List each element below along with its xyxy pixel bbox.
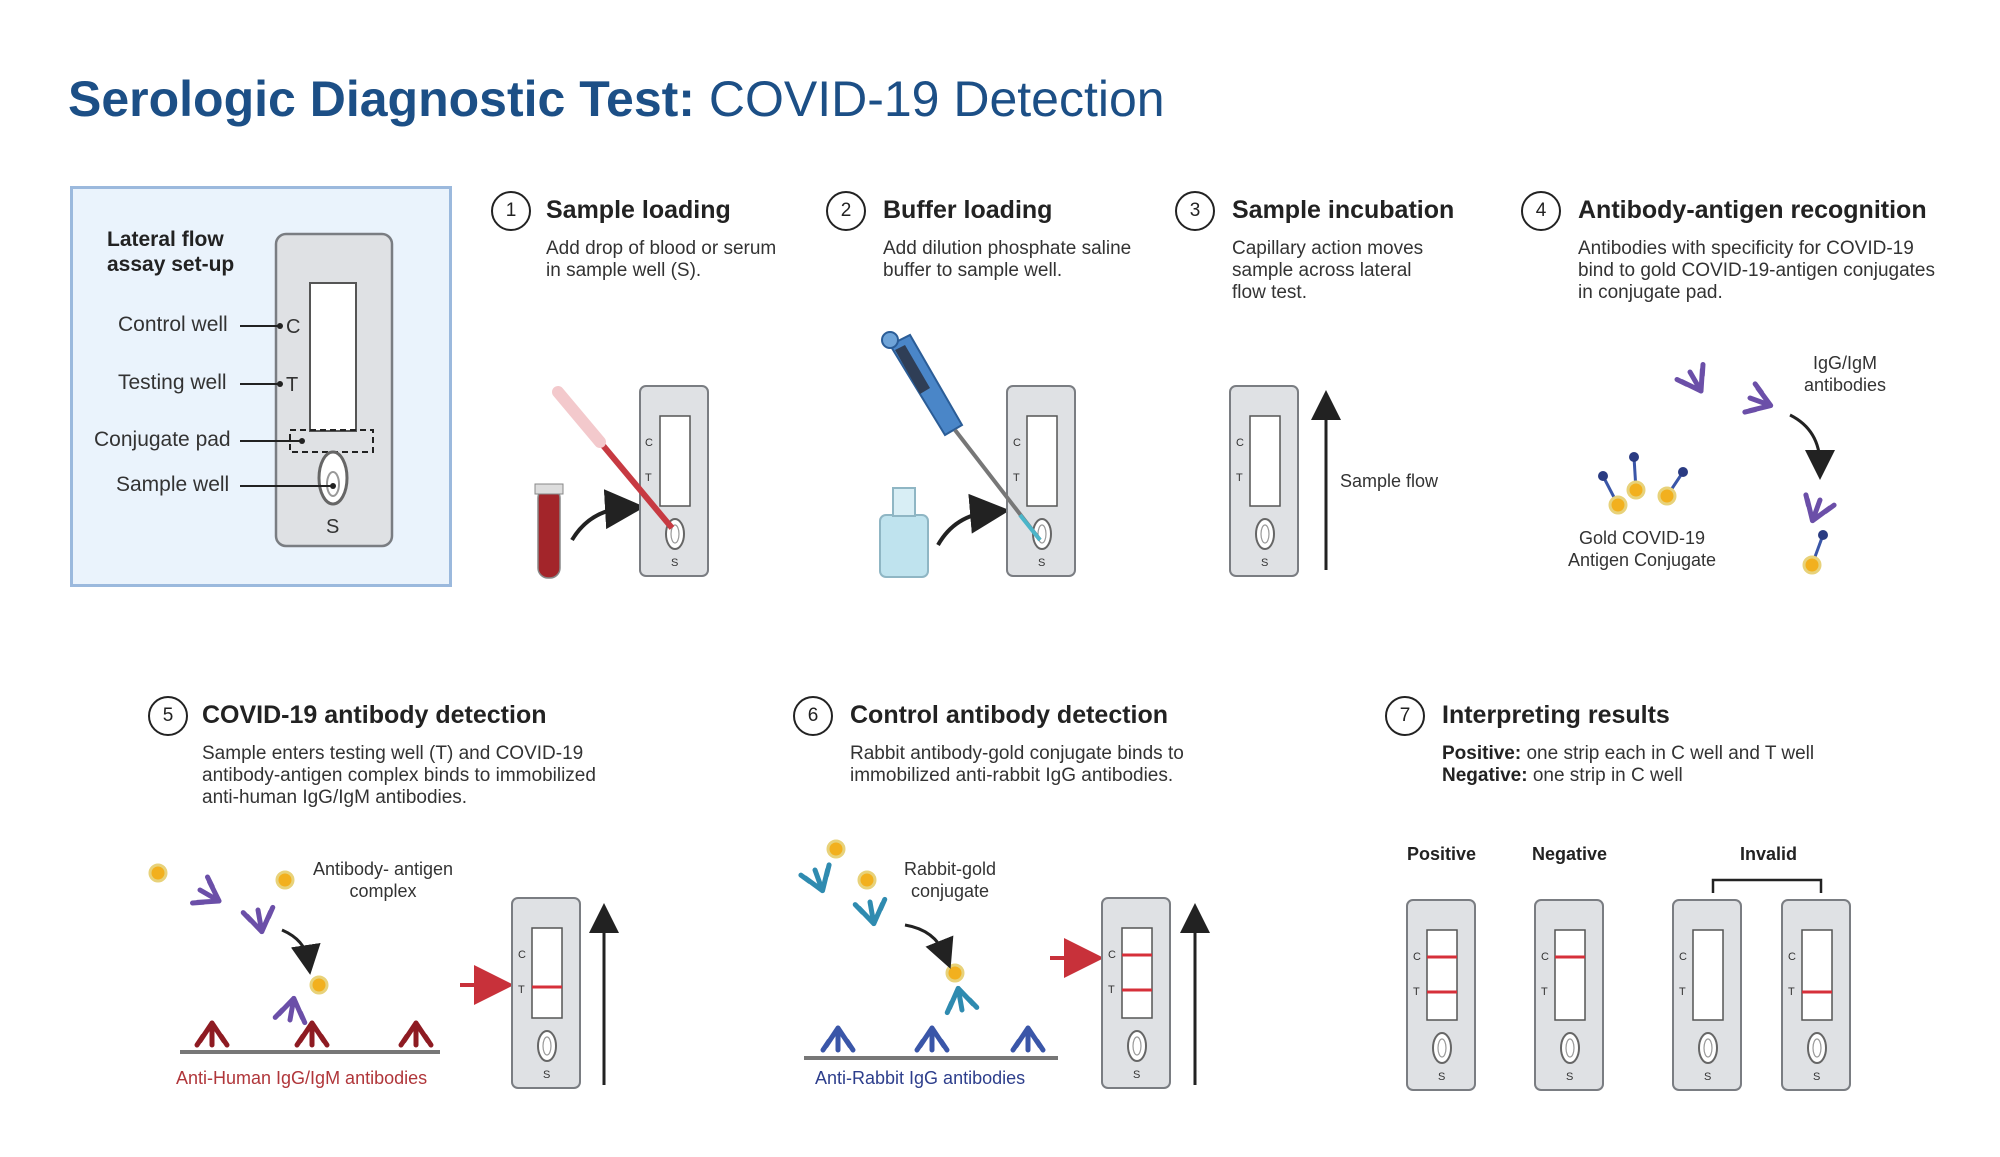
step7-graphic: C T S C T S C T S C T S xyxy=(1406,878,1851,1091)
svg-text:S: S xyxy=(543,1069,550,1081)
svg-text:T: T xyxy=(1679,986,1686,998)
svg-text:C: C xyxy=(518,949,526,961)
result-positive-label: Positive xyxy=(1407,844,1477,864)
step1-graphic: C T S xyxy=(534,385,709,579)
setup-title: Lateral flow assay set-up xyxy=(107,228,235,276)
step7-number: 7 xyxy=(1385,696,1425,736)
svg-text:T: T xyxy=(1413,986,1420,998)
page-title: Serologic Diagnostic Test: COVID-19 Dete… xyxy=(68,71,1165,127)
svg-text:T: T xyxy=(1108,984,1115,996)
step4-number: 4 xyxy=(1521,191,1561,231)
svg-text:T: T xyxy=(1788,986,1795,998)
step2-graphic: C T S xyxy=(879,331,1076,578)
svg-text:S: S xyxy=(1566,1071,1573,1083)
step4-heading: Antibody-antigen recognition xyxy=(1578,196,1927,224)
blood-tube-icon xyxy=(534,483,564,579)
svg-text:T: T xyxy=(1541,986,1548,998)
svg-text:S: S xyxy=(1813,1071,1820,1083)
anti-human-label: Anti-Human IgG/IgM antibodies xyxy=(176,1068,428,1088)
svg-text:C: C xyxy=(1541,951,1549,963)
svg-text:T: T xyxy=(1013,472,1020,484)
svg-text:S: S xyxy=(326,516,339,538)
step2-number: 2 xyxy=(826,191,866,231)
step4-graphic xyxy=(1598,365,1834,575)
step2-description: Add dilution phosphate saline buffer to … xyxy=(883,238,1132,281)
label-sample-well: Sample well xyxy=(116,473,230,496)
svg-text:S: S xyxy=(1133,1069,1140,1081)
step5-description: Sample enters testing well (T) and COVID… xyxy=(202,743,596,808)
step1-number: 1 xyxy=(491,191,531,231)
step5-number: 5 xyxy=(148,696,188,736)
buffer-bottle-icon xyxy=(879,487,929,578)
step2-heading: Buffer loading xyxy=(883,196,1053,224)
step7-heading: Interpreting results xyxy=(1442,701,1670,729)
label-testing-well: Testing well xyxy=(118,371,227,394)
step3-graphic: C T S xyxy=(1229,385,1341,577)
step6-heading: Control antibody detection xyxy=(850,701,1169,729)
setup-strip-icon: C T S xyxy=(240,232,394,548)
result-negative-label: Negative xyxy=(1532,844,1608,864)
step5-graphic: C T S xyxy=(148,863,619,1089)
step3-description: Capillary action moves sample across lat… xyxy=(1232,238,1424,303)
svg-text:C: C xyxy=(1108,949,1116,961)
step7-description: Positive: one strip each in C well and T… xyxy=(1442,743,1815,786)
step3-number: 3 xyxy=(1175,191,1215,231)
svg-text:C: C xyxy=(645,437,653,449)
sample-flow-label: Sample flow xyxy=(1340,471,1439,491)
antibody-antigen-complex-label: Antibody- antigen complex xyxy=(312,859,454,901)
svg-text:C: C xyxy=(1413,951,1421,963)
step6-description: Rabbit antibody-gold conjugate binds to … xyxy=(850,743,1184,786)
svg-text:S: S xyxy=(1438,1071,1445,1083)
igg-igm-label: IgG/IgM antibodies xyxy=(1803,353,1887,395)
svg-text:S: S xyxy=(1261,557,1268,569)
step6-graphic: C T S xyxy=(801,839,1210,1089)
step1-description: Add drop of blood or serum in sample wel… xyxy=(546,238,777,281)
dropper-icon xyxy=(552,386,675,530)
step3-heading: Sample incubation xyxy=(1232,196,1455,224)
svg-text:T: T xyxy=(645,472,652,484)
svg-text:C: C xyxy=(1679,951,1687,963)
svg-text:S: S xyxy=(1038,557,1045,569)
svg-text:S: S xyxy=(671,557,678,569)
label-control-well: Control well xyxy=(118,313,228,336)
pipette-icon xyxy=(881,331,1042,542)
rabbit-gold-label: Rabbit-gold conjugate xyxy=(903,859,997,901)
step1-heading: Sample loading xyxy=(546,196,731,224)
svg-text:C: C xyxy=(1788,951,1796,963)
svg-text:S: S xyxy=(1704,1071,1711,1083)
svg-text:T: T xyxy=(286,374,298,396)
gold-conjugate-icon xyxy=(1598,452,1828,575)
step6-number: 6 xyxy=(793,696,833,736)
svg-text:C: C xyxy=(1013,437,1021,449)
step5-heading: COVID-19 antibody detection xyxy=(202,701,547,729)
svg-text:C: C xyxy=(1236,437,1244,449)
svg-text:T: T xyxy=(1236,472,1243,484)
gold-conjugate-label: Gold COVID-19 Antigen Conjugate xyxy=(1567,528,1717,570)
result-invalid-label: Invalid xyxy=(1740,844,1798,864)
anti-rabbit-label: Anti-Rabbit IgG antibodies xyxy=(815,1068,1026,1088)
label-conjugate-pad: Conjugate pad xyxy=(94,428,231,451)
svg-text:T: T xyxy=(518,984,525,996)
svg-text:C: C xyxy=(286,316,300,338)
step4-description: Antibodies with specificity for COVID-19… xyxy=(1578,238,1936,303)
